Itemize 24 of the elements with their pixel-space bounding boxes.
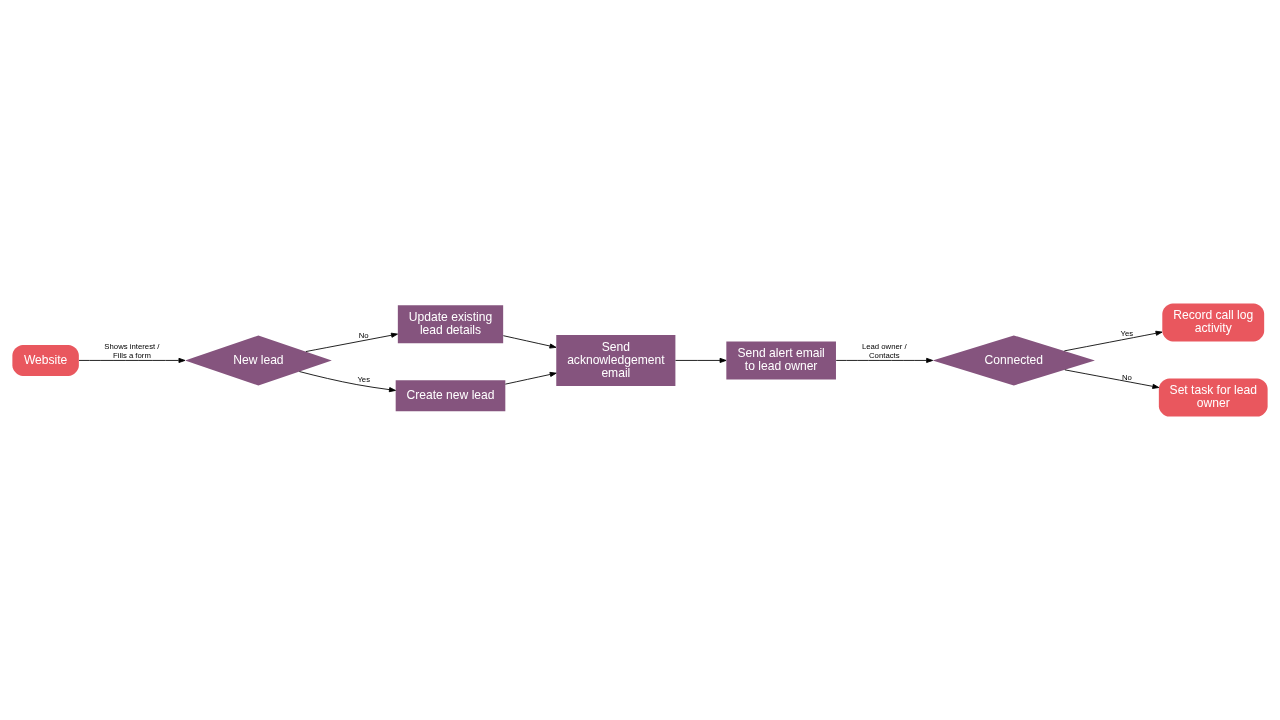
node-diamond: New lead [185, 335, 332, 386]
node-diamond: Connected [932, 335, 1095, 386]
arrow [504, 371, 557, 385]
node-box: Send acknowledgement email [556, 334, 676, 386]
node-box: Record call log activity [1162, 303, 1265, 342]
node-box: Update existing lead details [397, 305, 504, 344]
edge-label: Yes [357, 375, 371, 385]
arrow [305, 332, 398, 352]
edge-label: No [1121, 372, 1132, 382]
node-box: Website [12, 344, 79, 376]
arrow [78, 357, 186, 363]
edge-label: Lead owner / Contacts [861, 342, 907, 361]
arrow [502, 335, 557, 349]
arrow [1064, 369, 1160, 389]
node-box: Set task for lead owner [1158, 378, 1268, 417]
arrow [1063, 330, 1163, 352]
arrow [835, 357, 934, 363]
edge-label: Yes [1120, 329, 1134, 339]
edge-label: No [358, 331, 369, 341]
arrow [675, 357, 727, 363]
edge-label: Shows interest / Fills a form [104, 342, 160, 361]
node-box: Create new lead [395, 380, 506, 412]
arrow [298, 371, 396, 393]
node-box: Send alert email to lead owner [726, 341, 836, 380]
